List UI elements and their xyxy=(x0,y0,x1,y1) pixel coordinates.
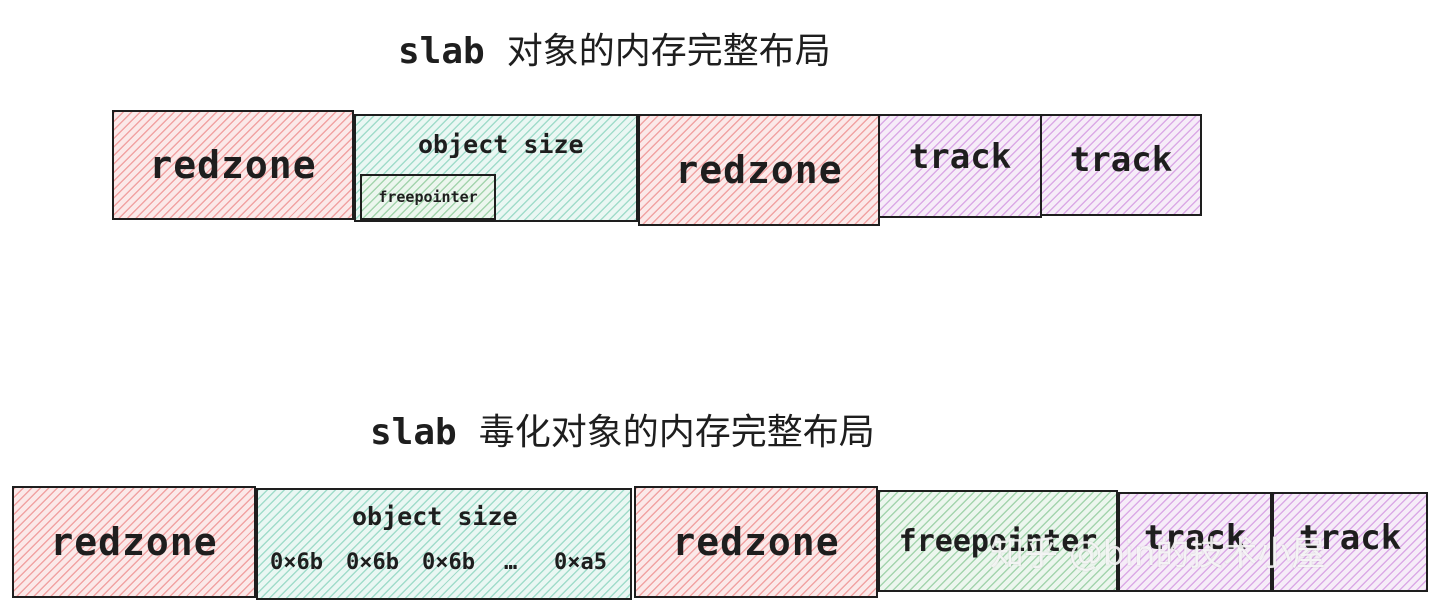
d2-poison-end-byte: 0×a5 xyxy=(554,550,607,575)
d1-freepointer-label: freepointer xyxy=(378,188,478,206)
d1-freepointer-block: freepointer xyxy=(360,174,496,220)
d2-track-2-label: track xyxy=(1298,518,1402,558)
d1-track-1-label: track xyxy=(908,137,1012,177)
d2-redzone-right: redzone xyxy=(634,486,878,598)
watermark: 知乎 @bin的技术小屋 xyxy=(990,534,1326,574)
d2-track-2: track xyxy=(1272,492,1428,592)
d2-object-block: object size 0×6b 0×6b 0×6b … 0×a5 xyxy=(256,488,632,600)
d2-redzone-left-label: redzone xyxy=(50,520,218,564)
diagram-1-title: slab 对象的内存完整布局 xyxy=(398,22,831,74)
d2-poison-byte: 0×6b xyxy=(422,550,475,575)
d1-track-1: track xyxy=(878,114,1042,218)
d2-track-1-label: track xyxy=(1143,518,1247,558)
d2-ellipsis: … xyxy=(504,550,518,575)
d2-object-size-label: object size xyxy=(352,502,518,531)
d1-redzone-right: redzone xyxy=(638,114,880,226)
d1-track-2: track xyxy=(1040,114,1202,216)
d1-redzone-left-label: redzone xyxy=(149,143,317,187)
d2-redzone-right-label: redzone xyxy=(672,520,840,564)
diagram-1-title-prefix: slab xyxy=(398,31,485,72)
diagram-1-title-zh: 对象的内存完整布局 xyxy=(506,31,831,72)
d2-poison-byte: 0×6b xyxy=(270,550,323,575)
d1-redzone-left: redzone xyxy=(112,110,354,220)
d2-freepointer-block: freepointer xyxy=(878,490,1118,592)
d1-object-size-label: object size xyxy=(418,130,584,159)
diagram-2-title-prefix: slab xyxy=(370,412,457,453)
d2-redzone-left: redzone xyxy=(12,486,256,598)
d2-freepointer-label: freepointer xyxy=(898,523,1098,559)
d1-object-block: object size freepointer xyxy=(354,114,638,222)
d1-track-2-label: track xyxy=(1069,140,1173,180)
diagram-2-title: slab 毒化对象的内存完整布局 xyxy=(370,403,875,455)
d2-track-1: track xyxy=(1118,492,1272,592)
d1-redzone-right-label: redzone xyxy=(675,148,843,192)
diagram-2-title-zh: 毒化对象的内存完整布局 xyxy=(478,412,875,453)
d2-poison-byte: 0×6b xyxy=(346,550,399,575)
